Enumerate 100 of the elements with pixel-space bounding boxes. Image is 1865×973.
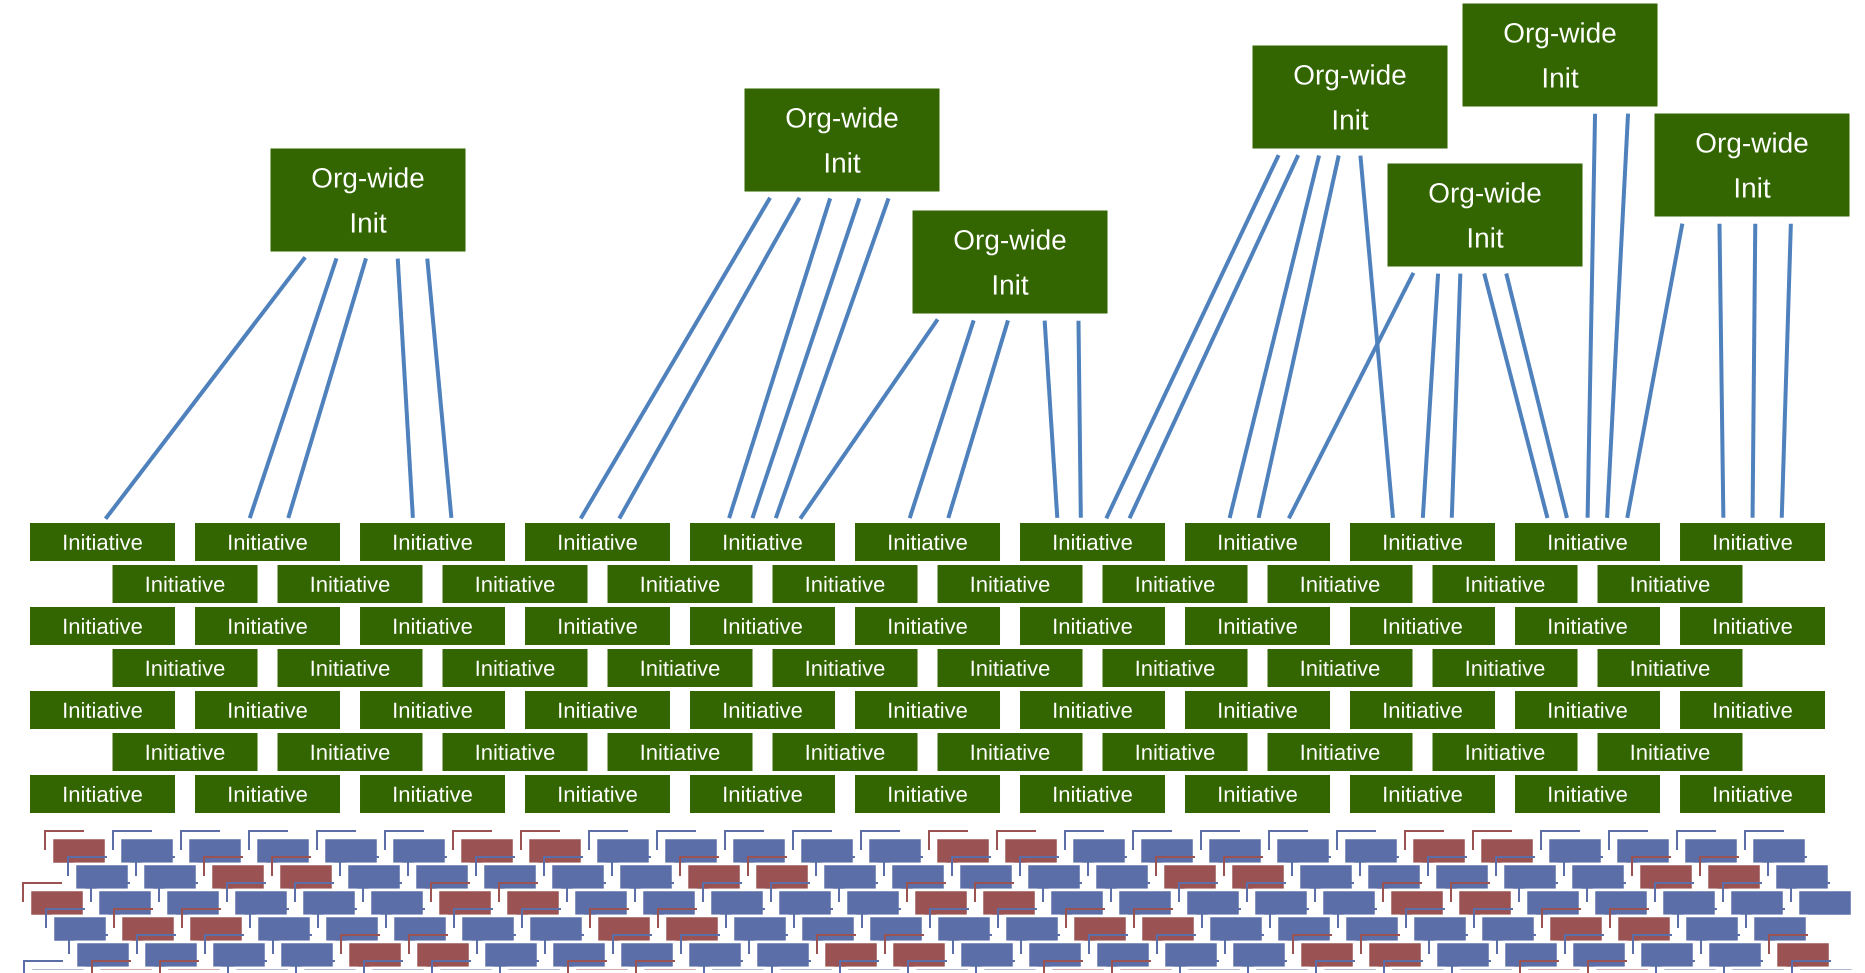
initiative-box: Initiative [1267,565,1413,603]
initiative-box: Initiative [360,775,505,813]
initiative-box: Initiative [1680,523,1825,561]
connector-line [1076,320,1083,518]
initiative-box: Initiative [1680,607,1825,645]
connector-line [247,257,339,519]
connector-line [727,197,833,519]
initiative-box: Initiative [1515,775,1660,813]
org-initiative-box: Org-wide Init [744,88,940,192]
initiative-box: Initiative [607,649,753,687]
connector-line [103,256,307,521]
connector-line [1504,273,1569,519]
connector-line [617,196,802,520]
initiative-box: Initiative [937,565,1083,603]
org-initiative-box: Org-wide Init [912,210,1108,314]
initiative-box: Initiative [1515,523,1660,561]
connector-line [907,319,976,519]
initiative-box: Initiative [772,649,918,687]
connector-line [1779,223,1793,518]
initiative-box: Initiative [690,691,835,729]
connector-line [1585,113,1598,518]
initiative-box: Initiative [772,733,918,771]
initiative-box: Initiative [360,691,505,729]
initiative-box: Initiative [855,691,1000,729]
initiative-box: Initiative [607,565,753,603]
initiative-box: Initiative [1680,775,1825,813]
initiative-box: Initiative [1350,775,1495,813]
initiative-box: Initiative [30,691,175,729]
connector-line [425,258,454,518]
initiative-box: Initiative [277,565,423,603]
connector-line [1256,155,1341,519]
initiative-box: Initiative [1185,775,1330,813]
initiative-box: Initiative [360,523,505,561]
initiative-box: Initiative [1102,565,1248,603]
initiative-box: Initiative [1267,649,1413,687]
initiative-box: Initiative [442,649,588,687]
initiative-box: Initiative [277,733,423,771]
connector-line [395,258,415,518]
initiative-box: Initiative [525,523,670,561]
connector-line [1482,272,1550,519]
initiative-box: Initiative [855,607,1000,645]
connector-line [773,197,891,519]
org-initiative-box: Org-wide Init [1462,3,1658,107]
org-initiative-box: Org-wide Init [1654,113,1850,217]
connector-line [1717,223,1726,518]
initiative-box: Initiative [1597,733,1743,771]
initiative-box: Initiative [30,775,175,813]
initiative-box: Initiative [1185,691,1330,729]
connector-line [579,196,772,520]
initiative-box: Initiative [1102,649,1248,687]
connector-line [1449,273,1463,518]
initiative-box: Initiative [690,523,835,561]
initiative-box: Initiative [855,775,1000,813]
initiative-box: Initiative [1432,733,1578,771]
initiative-box: Initiative [1267,733,1413,771]
connector-line [750,197,862,519]
initiative-box: Initiative [1597,649,1743,687]
initiative-box: Initiative [772,565,918,603]
org-initiative-box: Org-wide Init [1252,45,1448,149]
org-initiative-box: Org-wide Init [1387,163,1583,267]
initiative-box: Initiative [1680,691,1825,729]
initiative-box: Initiative [1020,775,1165,813]
initiative-box: Initiative [525,775,670,813]
connector-line [1042,320,1060,518]
initiative-box: Initiative [937,733,1083,771]
initiative-box: Initiative [277,649,423,687]
initiative-box: Initiative [937,649,1083,687]
initiative-box: Initiative [30,523,175,561]
initiative-box: Initiative [1020,607,1165,645]
initiative-box: Initiative [1432,565,1578,603]
initiative-box: Initiative [1432,649,1578,687]
connector-line [1127,154,1301,520]
initiative-box: Initiative [442,733,588,771]
connector-line [946,319,1010,519]
initiative-box: Initiative [1185,523,1330,561]
connector-line [1104,154,1281,520]
connector-line [1750,223,1758,518]
initiative-box: Initiative [1350,691,1495,729]
initiative-box: Initiative [607,733,753,771]
connector-line [1287,272,1416,520]
initiative-box: Initiative [195,691,340,729]
initiative-box: Initiative [360,607,505,645]
connector-line [1625,223,1685,519]
initiative-box: Initiative [195,523,340,561]
connector-line [798,318,940,520]
connector-line [1420,273,1441,518]
initiative-box: Initiative [195,775,340,813]
initiative-box: Initiative [442,565,588,603]
initiative-box: Initiative [112,733,258,771]
initiative-box: Initiative [1020,523,1165,561]
initiative-box: Initiative [30,607,175,645]
initiative-box: Initiative [112,565,258,603]
initiative-box: Initiative [855,523,1000,561]
connector-line [1358,155,1395,518]
initiative-box: Initiative [1102,733,1248,771]
org-initiative-box: Org-wide Init [270,148,466,252]
initiative-box: Initiative [690,775,835,813]
initiative-box: Initiative [1020,691,1165,729]
connector-line [286,257,368,519]
initiative-box: Initiative [690,607,835,645]
